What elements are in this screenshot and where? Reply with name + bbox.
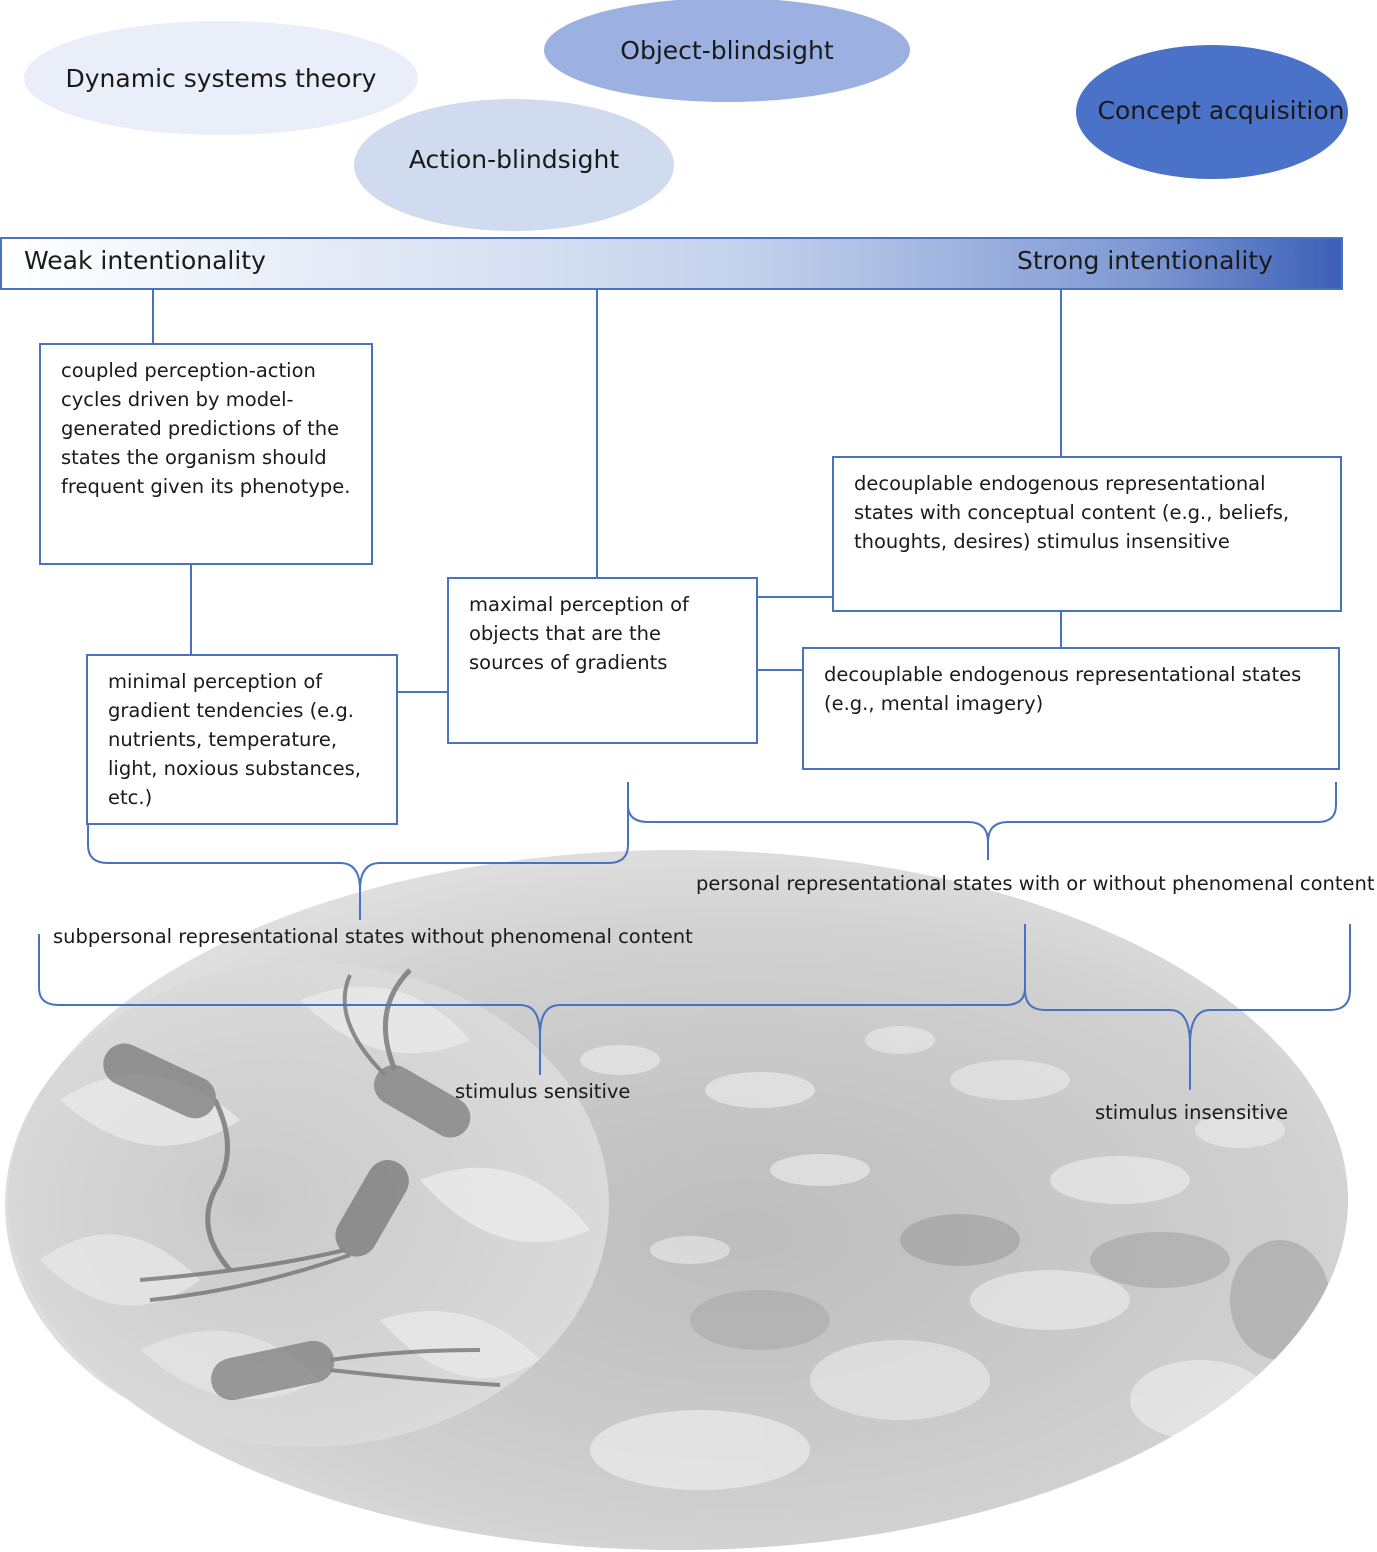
box-mental-imagery: decouplable endogenous representational … [802,647,1340,770]
brace-stimulus-insensitive [1024,924,1351,1090]
label-stimulus-sensitive: stimulus sensitive [455,1080,631,1103]
label-personal-states: personal representational states with or… [696,872,1375,895]
ellipse-action-blindsight [354,99,674,231]
box-minimal-perception: minimal perception of gradient tendencie… [86,654,398,825]
background-photo-ellipse [5,850,1348,1550]
brace-personal [627,782,1337,860]
ellipse-concept-acquisition [1076,45,1348,179]
label-object-blindsight: Object-blindsight [620,35,834,65]
box-conceptual-states: decouplable endogenous representational … [832,456,1342,612]
label-strong-intentionality: Strong intentionality [1017,246,1273,275]
ellipse-object-blindsight [544,0,910,102]
connector-lines [152,290,1062,693]
label-action-blindsight: Action-blindsight [408,144,620,174]
box-coupled-perception-action: coupled perception-action cycles driven … [39,343,373,565]
brace-group [38,782,1351,1090]
label-stimulus-insensitive: stimulus insensitive [1095,1101,1289,1124]
ellipse-dynamic-systems [24,21,418,135]
bacteria-illustration [103,968,501,1401]
box-maximal-perception: maximal perception of objects that are t… [447,577,758,744]
brace-stimulus-sensitive [38,924,1026,1075]
label-dynamic-systems-theory: Dynamic systems theory [65,63,377,93]
label-concept-acquisition: Concept acquisition [1097,95,1345,125]
brace-subpersonal [87,782,629,920]
label-subpersonal-states: subpersonal representational states with… [53,925,693,948]
label-weak-intentionality: Weak intentionality [24,246,266,275]
intentionality-scale-bar [0,237,1343,290]
